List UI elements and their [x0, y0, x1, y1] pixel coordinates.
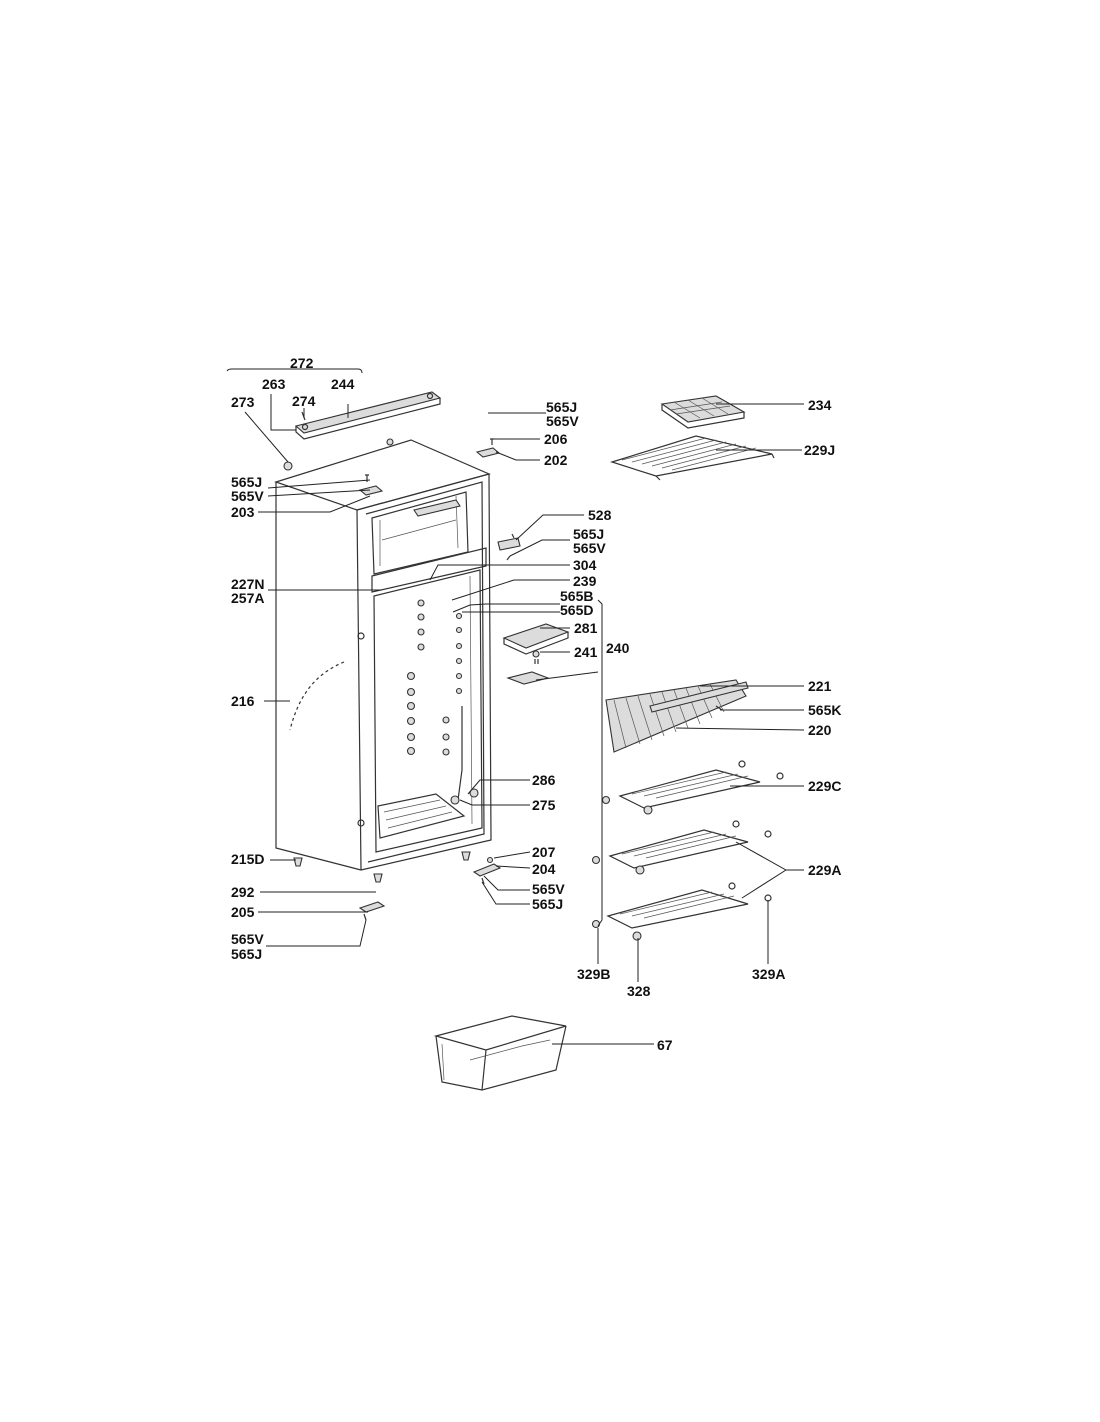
callout-229A: 229A — [808, 862, 841, 878]
callout-565V-b: 565V — [573, 540, 606, 556]
callout-215D: 215D — [231, 851, 264, 867]
fridge-shelf-lower — [591, 882, 772, 941]
ice-tray — [660, 395, 746, 429]
callout-565V-top: 565V — [546, 413, 579, 429]
callout-273: 273 — [231, 394, 255, 410]
callout-565D: 565D — [560, 602, 593, 618]
light-housing — [502, 623, 570, 685]
callout-565V-c: 565V — [532, 881, 565, 897]
callout-229J: 229J — [804, 442, 835, 458]
door-seal — [289, 661, 345, 731]
callout-565V-a: 565V — [231, 488, 264, 504]
callout-565J-c: 565J — [532, 896, 563, 912]
callout-263: 263 — [262, 376, 286, 392]
callout-203: 203 — [231, 504, 255, 520]
callout-565J-d: 565J — [231, 946, 262, 962]
refrigerator-cabinet — [274, 439, 492, 871]
leader-lines — [226, 368, 805, 1045]
callout-234: 234 — [808, 397, 832, 413]
callout-67: 67 — [657, 1037, 673, 1053]
freezer-shelf — [609, 435, 775, 481]
callout-241: 241 — [574, 644, 598, 660]
callout-229C: 229C — [808, 778, 841, 794]
callout-565J-a: 565J — [231, 474, 262, 490]
callout-565K: 565K — [808, 702, 841, 718]
callout-206: 206 — [544, 431, 568, 447]
fridge-shelf-middle — [591, 820, 772, 875]
callout-labels: 272 263 244 274 273 565J 565V 206 202 23… — [231, 355, 841, 1053]
callout-329B: 329B — [577, 966, 610, 982]
callout-204: 204 — [532, 861, 556, 877]
callout-240: 240 — [606, 640, 630, 656]
callout-565J-top: 565J — [546, 399, 577, 415]
callout-274: 274 — [292, 393, 316, 409]
callout-292: 292 — [231, 884, 255, 900]
callout-202: 202 — [544, 452, 568, 468]
callout-304: 304 — [573, 557, 597, 573]
thermostat-housing — [497, 533, 521, 561]
top-trim-bar — [294, 391, 442, 440]
callout-221: 221 — [808, 678, 832, 694]
callout-328: 328 — [627, 983, 651, 999]
callout-239: 239 — [573, 573, 597, 589]
callout-244: 244 — [331, 376, 355, 392]
callout-257A: 257A — [231, 590, 264, 606]
crisper-drawer — [433, 1015, 567, 1091]
shelf-support-dots — [406, 599, 463, 756]
callout-216: 216 — [231, 693, 255, 709]
callout-227N: 227N — [231, 576, 264, 592]
callout-286: 286 — [532, 772, 556, 788]
callout-207: 207 — [532, 844, 556, 860]
callout-275: 275 — [532, 797, 556, 813]
callout-565V-d: 565V — [231, 931, 264, 947]
callout-205: 205 — [231, 904, 255, 920]
callout-528: 528 — [588, 507, 612, 523]
callout-220: 220 — [808, 722, 832, 738]
fridge-shelf-upper — [601, 760, 784, 815]
callout-329A: 329A — [752, 966, 785, 982]
callout-272: 272 — [290, 355, 314, 371]
bottom-hardware — [293, 851, 502, 921]
door-panel — [605, 679, 749, 753]
callout-565J-b: 565J — [573, 526, 604, 542]
callout-281: 281 — [574, 620, 598, 636]
callout-565B: 565B — [560, 588, 593, 604]
